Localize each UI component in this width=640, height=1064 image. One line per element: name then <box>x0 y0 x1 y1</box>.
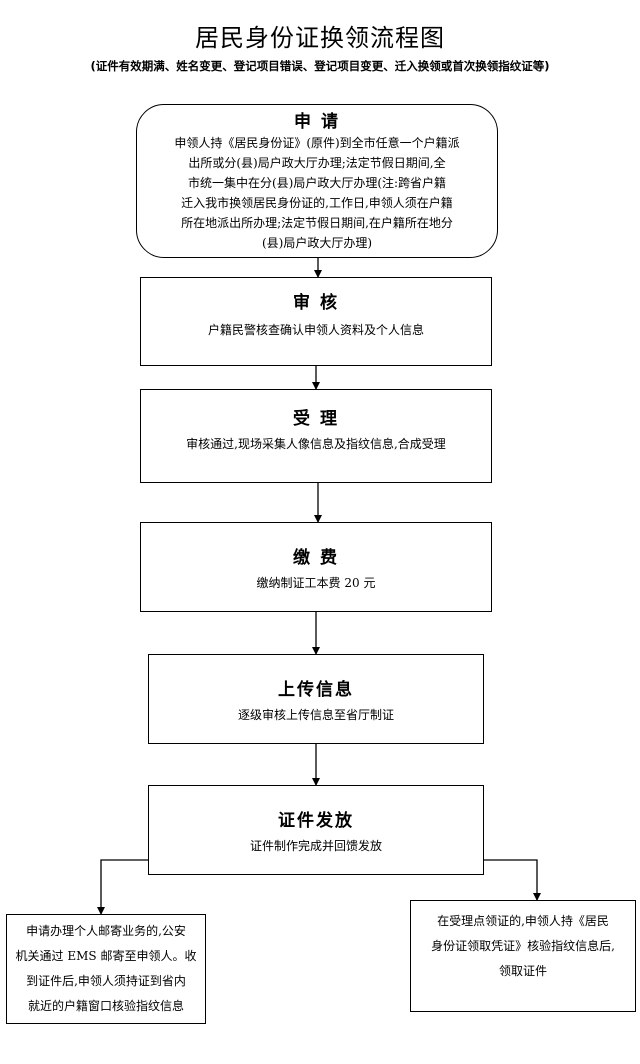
arrow-issue-to-pickup <box>484 859 541 901</box>
arrow-issue-to-mail <box>97 859 150 915</box>
branch-mail-box: 申请办理个人邮寄业务的,公安 机关通过 EMS 邮寄至申领人。收 到证件后,申领… <box>6 914 206 1024</box>
branch-mail-body: 申请办理个人邮寄业务的,公安 机关通过 EMS 邮寄至申领人。收 到证件后,申领… <box>7 919 205 1019</box>
branch-mail-line: 到证件后,申领人须持证到省内 <box>26 974 186 988</box>
page-title: 居民身份证换领流程图 <box>195 24 445 52</box>
step-upload-box: 上传信息 逐级审核上传信息至省厅制证 <box>148 654 484 744</box>
branch-pickup-line: 身份证领取凭证》核验指纹信息后, <box>431 939 615 953</box>
step-apply-line: 市统一集中在分(县)局户政大厅办理(注:跨省户籍 <box>187 176 447 190</box>
step-apply-title: 申 请 <box>294 112 340 132</box>
step-pay-title: 缴 费 <box>293 548 339 568</box>
step-apply-line: 迁入我市换领居民身份证的,工作日,申领人须在户籍 <box>181 196 453 210</box>
branch-pickup-line: 在受理点领证的,申领人持《居民 <box>437 914 609 928</box>
branch-pickup-body: 在受理点领证的,申领人持《居民 身份证领取凭证》核验指纹信息后, 领取证件 <box>411 909 635 984</box>
step-issue-title: 证件发放 <box>278 811 354 831</box>
step-upload-body: 逐级审核上传信息至省厅制证 <box>237 708 394 722</box>
branch-mail-line: 就近的户籍窗口核验指纹信息 <box>27 999 184 1013</box>
page-subtitle: (证件有效期满、姓名变更、登记项目错误、登记项目变更、迁入换领或首次换领指纹证等… <box>90 59 550 73</box>
step-apply-line: 出所或分(县)局户政大厅办理;法定节假日期间,全 <box>188 156 446 170</box>
step-upload-title: 上传信息 <box>278 680 354 700</box>
step-apply-body: 申领人持《居民身份证》(原件)到全市任意一个户籍派 出所或分(县)局户政大厅办理… <box>137 133 497 253</box>
step-apply-line: 申领人持《居民身份证》(原件)到全市任意一个户籍派 <box>174 136 460 150</box>
step-pay-body: 缴纳制证工本费 20 元 <box>256 576 376 590</box>
step-apply-line: 所在地派出所办理;法定节假日期间,在户籍所在地分 <box>181 216 453 230</box>
branch-mail-line: 机关通过 EMS 邮寄至申领人。收 <box>15 949 197 963</box>
step-apply-line: (县)局户政大厅办理) <box>261 236 373 250</box>
step-review-title: 审 核 <box>293 293 339 313</box>
branch-mail-line: 申请办理个人邮寄业务的,公安 <box>26 924 186 938</box>
step-accept-body: 审核通过,现场采集人像信息及指纹信息,合成受理 <box>186 437 446 451</box>
step-issue-body: 证件制作完成并回馈发放 <box>249 839 382 853</box>
branch-pickup-line: 领取证件 <box>498 964 547 978</box>
step-pay-box: 缴 费 缴纳制证工本费 20 元 <box>140 522 492 612</box>
step-accept-title: 受 理 <box>293 409 339 429</box>
step-review-body: 户籍民警核查确认申领人资料及个人信息 <box>207 323 424 337</box>
step-accept-box: 受 理 审核通过,现场采集人像信息及指纹信息,合成受理 <box>140 389 492 483</box>
branch-pickup-box: 在受理点领证的,申领人持《居民 身份证领取凭证》核验指纹信息后, 领取证件 <box>410 900 636 1012</box>
step-issue-box: 证件发放 证件制作完成并回馈发放 <box>148 785 484 875</box>
step-review-box: 审 核 户籍民警核查确认申领人资料及个人信息 <box>140 277 492 366</box>
step-apply-box: 申 请 申领人持《居民身份证》(原件)到全市任意一个户籍派 出所或分(县)局户政… <box>136 104 498 258</box>
